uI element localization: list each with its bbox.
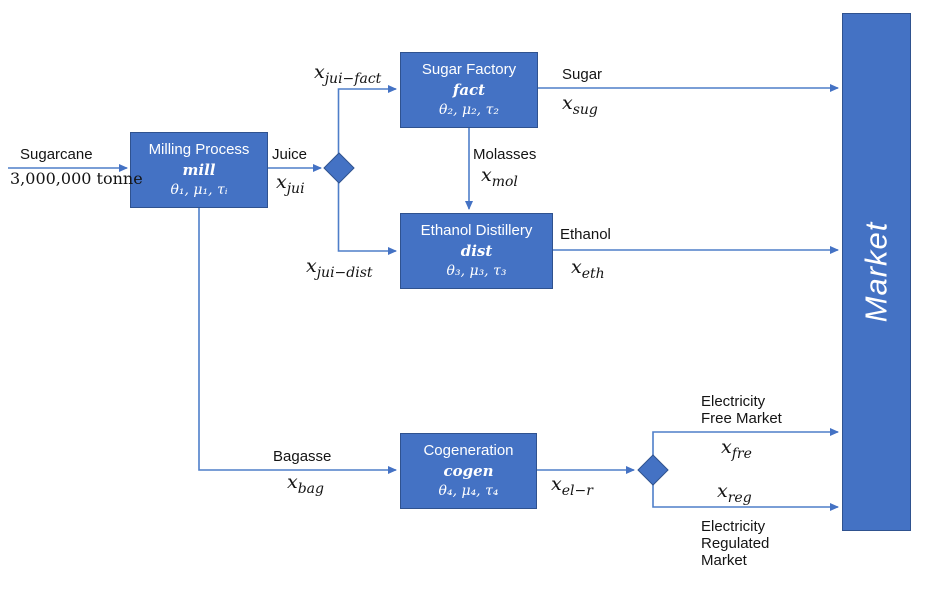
sugar-factory-tag: fact bbox=[452, 80, 486, 99]
ethanol-distillery-tag: dist bbox=[460, 241, 493, 260]
cogeneration-node: Cogeneration cogen θ₄, μ₄, τ₄ bbox=[400, 433, 537, 509]
bagasse-label: Bagasse bbox=[273, 448, 332, 465]
juice-split-diamond bbox=[323, 152, 355, 184]
sugar-label: Sugar bbox=[562, 66, 603, 83]
bagasse-var: xbag bbox=[287, 471, 324, 497]
electricity-free-market-label: Electricity Free Market bbox=[701, 393, 782, 427]
juice-label: Juice bbox=[272, 146, 308, 163]
juice-to-factory-var: xjui−fact bbox=[314, 61, 382, 87]
juice-to-distillery-arrow bbox=[337, 182, 397, 255]
sugar-factory-title: Sugar Factory bbox=[421, 61, 517, 78]
milling-process-tag: mill bbox=[182, 160, 216, 179]
molasses-label: Molasses bbox=[473, 146, 537, 163]
juice-var: xjui bbox=[276, 171, 305, 197]
molasses-var: xmol bbox=[481, 164, 518, 190]
sugarcane-label: Sugarcane bbox=[20, 146, 93, 163]
bagasse-arrow bbox=[198, 208, 397, 474]
electricity-regulated-market-label: Electricity Regulated Market bbox=[701, 518, 770, 569]
ethanol-label: Ethanol bbox=[560, 226, 611, 243]
ethanol-distillery-node: Ethanol Distillery dist θ₃, μ₃, τ₃ bbox=[400, 213, 553, 289]
cogeneration-title: Cogeneration bbox=[423, 442, 514, 459]
juice-to-factory-arrow bbox=[337, 85, 397, 154]
ethanol-distillery-params: θ₃, μ₃, τ₃ bbox=[446, 262, 507, 279]
electricity-free-var: xfre bbox=[721, 436, 752, 462]
market-node: Market bbox=[842, 13, 911, 531]
electricity-free-arrow bbox=[652, 428, 839, 456]
cogeneration-tag: cogen bbox=[443, 461, 494, 480]
sugar-var: xsug bbox=[562, 92, 598, 118]
ethanol-distillery-title: Ethanol Distillery bbox=[420, 222, 533, 239]
milling-process-params: θ₁, μ₁, τᵢ bbox=[170, 181, 228, 198]
cogeneration-params: θ₄, μ₄, τ₄ bbox=[438, 482, 499, 499]
milling-process-node: Milling Process mill θ₁, μ₁, τᵢ bbox=[130, 132, 268, 208]
juice-to-distillery-var: xjui−dist bbox=[306, 255, 373, 281]
sugarcane-quantity-label: 3,000,000 tonne bbox=[10, 169, 143, 188]
milling-process-title: Milling Process bbox=[148, 141, 250, 158]
electricity-regulated-arrow bbox=[652, 484, 839, 511]
market-title: Market bbox=[858, 221, 894, 323]
ethanol-var: xeth bbox=[571, 256, 605, 282]
electricity-split-diamond bbox=[637, 454, 669, 486]
electricity-output-var: xel−r bbox=[551, 473, 593, 499]
sugar-factory-node: Sugar Factory fact θ₂, μ₂, τ₂ bbox=[400, 52, 538, 128]
electricity-regulated-var: xreg bbox=[717, 480, 752, 506]
sugar-factory-params: θ₂, μ₂, τ₂ bbox=[439, 101, 499, 118]
